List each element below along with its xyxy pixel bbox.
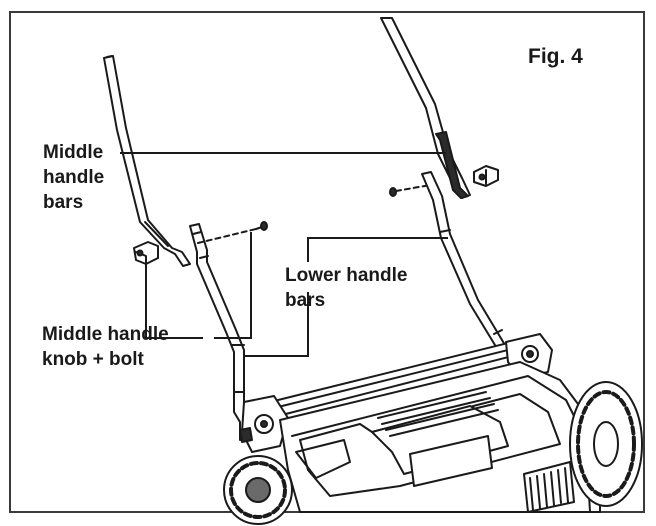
callout-line: handle (43, 167, 105, 188)
left-knob (133, 241, 159, 265)
lower-handle-bars-callout: Lower handle bars (285, 263, 407, 313)
right-lower-handle-bar (421, 171, 524, 363)
callout-line: Lower handle (285, 265, 408, 286)
callout-line: bars (285, 290, 326, 311)
left-lower-handle-bar (189, 223, 251, 441)
callout-line: knob + bolt (42, 349, 144, 370)
middle-handle-knob-bolt-callout: Middle handle knob + bolt (42, 322, 169, 372)
machine-body (239, 333, 601, 513)
right-wheel (569, 381, 643, 507)
right-bolt (389, 183, 437, 197)
middle-handle-bars-callout: Middle handle bars (43, 140, 104, 215)
figure-number: Fig. 4 (528, 45, 583, 68)
right-middle-handle-bar (380, 17, 471, 199)
callout-lines (120, 152, 448, 357)
callout-line: bars (43, 192, 84, 213)
leader-bolt (214, 232, 252, 339)
leader-lower-bars (307, 237, 448, 262)
callout-line: Middle handle (42, 324, 169, 345)
left-bolt (197, 221, 268, 244)
left-middle-handle-bar (103, 55, 191, 267)
leader-knob (145, 262, 203, 339)
right-knob (473, 165, 499, 187)
leader-lower-bars-left (244, 292, 309, 357)
callout-line: Middle (43, 142, 104, 163)
left-wheel (223, 455, 293, 525)
